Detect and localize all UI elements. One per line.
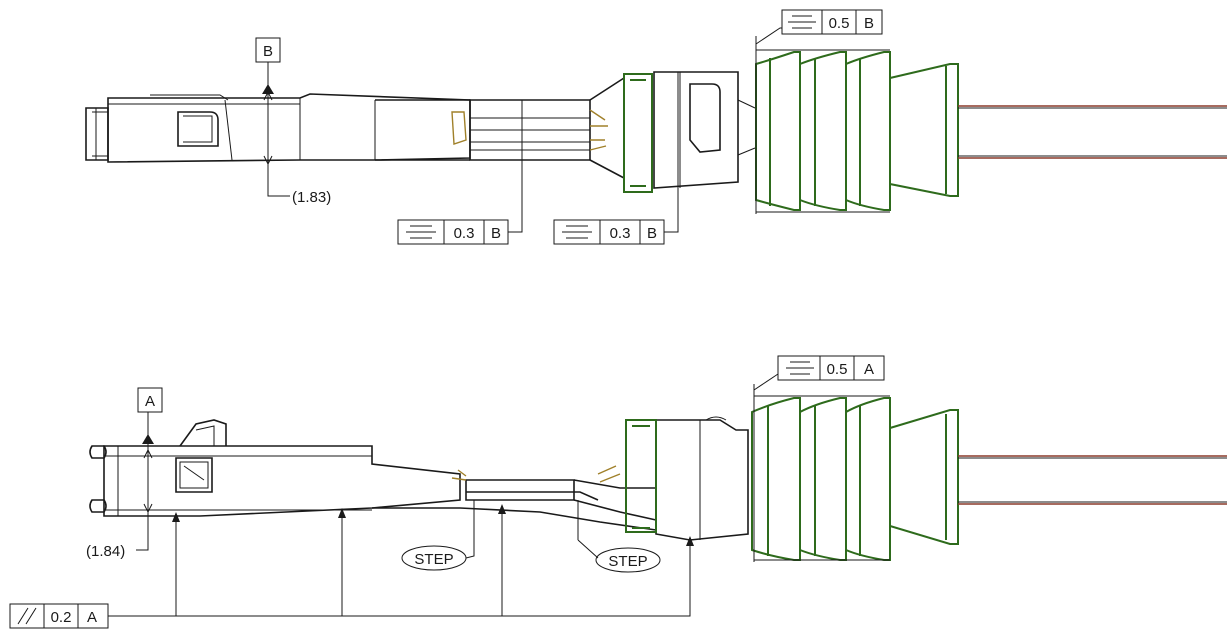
parallelism-icon (17, 607, 37, 625)
svg-text:A: A (87, 609, 97, 626)
svg-text:0.3: 0.3 (454, 225, 475, 242)
top-view-wire (958, 105, 1227, 159)
bottom-view-seal (625, 397, 959, 561)
svg-text:A: A (864, 361, 874, 378)
bottom-view-wire (958, 455, 1227, 505)
bottom-dimensions (108, 373, 890, 617)
svg-text:B: B (864, 15, 874, 32)
svg-text:0.2: 0.2 (51, 609, 72, 626)
datum-a-label: A (145, 393, 155, 410)
svg-text:B: B (647, 225, 657, 242)
datum-a-box: A (137, 387, 163, 413)
svg-text:0.3: 0.3 (610, 225, 631, 242)
svg-text:B: B (491, 225, 501, 242)
fcf-top-left: 0.3 B (397, 219, 509, 245)
fcf-bottom-seal: 0.5 A (777, 355, 885, 381)
datum-b-box: B (255, 37, 281, 63)
step-label-1: STEP (401, 545, 467, 571)
top-view-seal (623, 51, 959, 211)
fcf-top-seal: 0.5 B (781, 9, 883, 35)
step-label-2: STEP (595, 547, 661, 573)
top-reference-dim: (1.83) (292, 189, 331, 206)
svg-text:0.5: 0.5 (829, 15, 850, 32)
datum-b-label: B (263, 43, 273, 60)
fcf-top-mid: 0.3 B (553, 219, 665, 245)
svg-text:STEP: STEP (414, 551, 453, 568)
svg-text:0.5: 0.5 (827, 361, 848, 378)
symmetry-icon (406, 225, 436, 239)
top-dimensions (262, 27, 890, 233)
svg-text:STEP: STEP (608, 553, 647, 570)
bottom-view-terminal (89, 416, 749, 541)
symmetry-icon (562, 225, 592, 239)
symmetry-icon (786, 361, 814, 375)
fcf-parallelism: 0.2 A (9, 603, 109, 629)
symmetry-icon (788, 15, 816, 29)
top-view-terminal (85, 71, 756, 189)
bottom-reference-dim: (1.84) (86, 543, 125, 560)
